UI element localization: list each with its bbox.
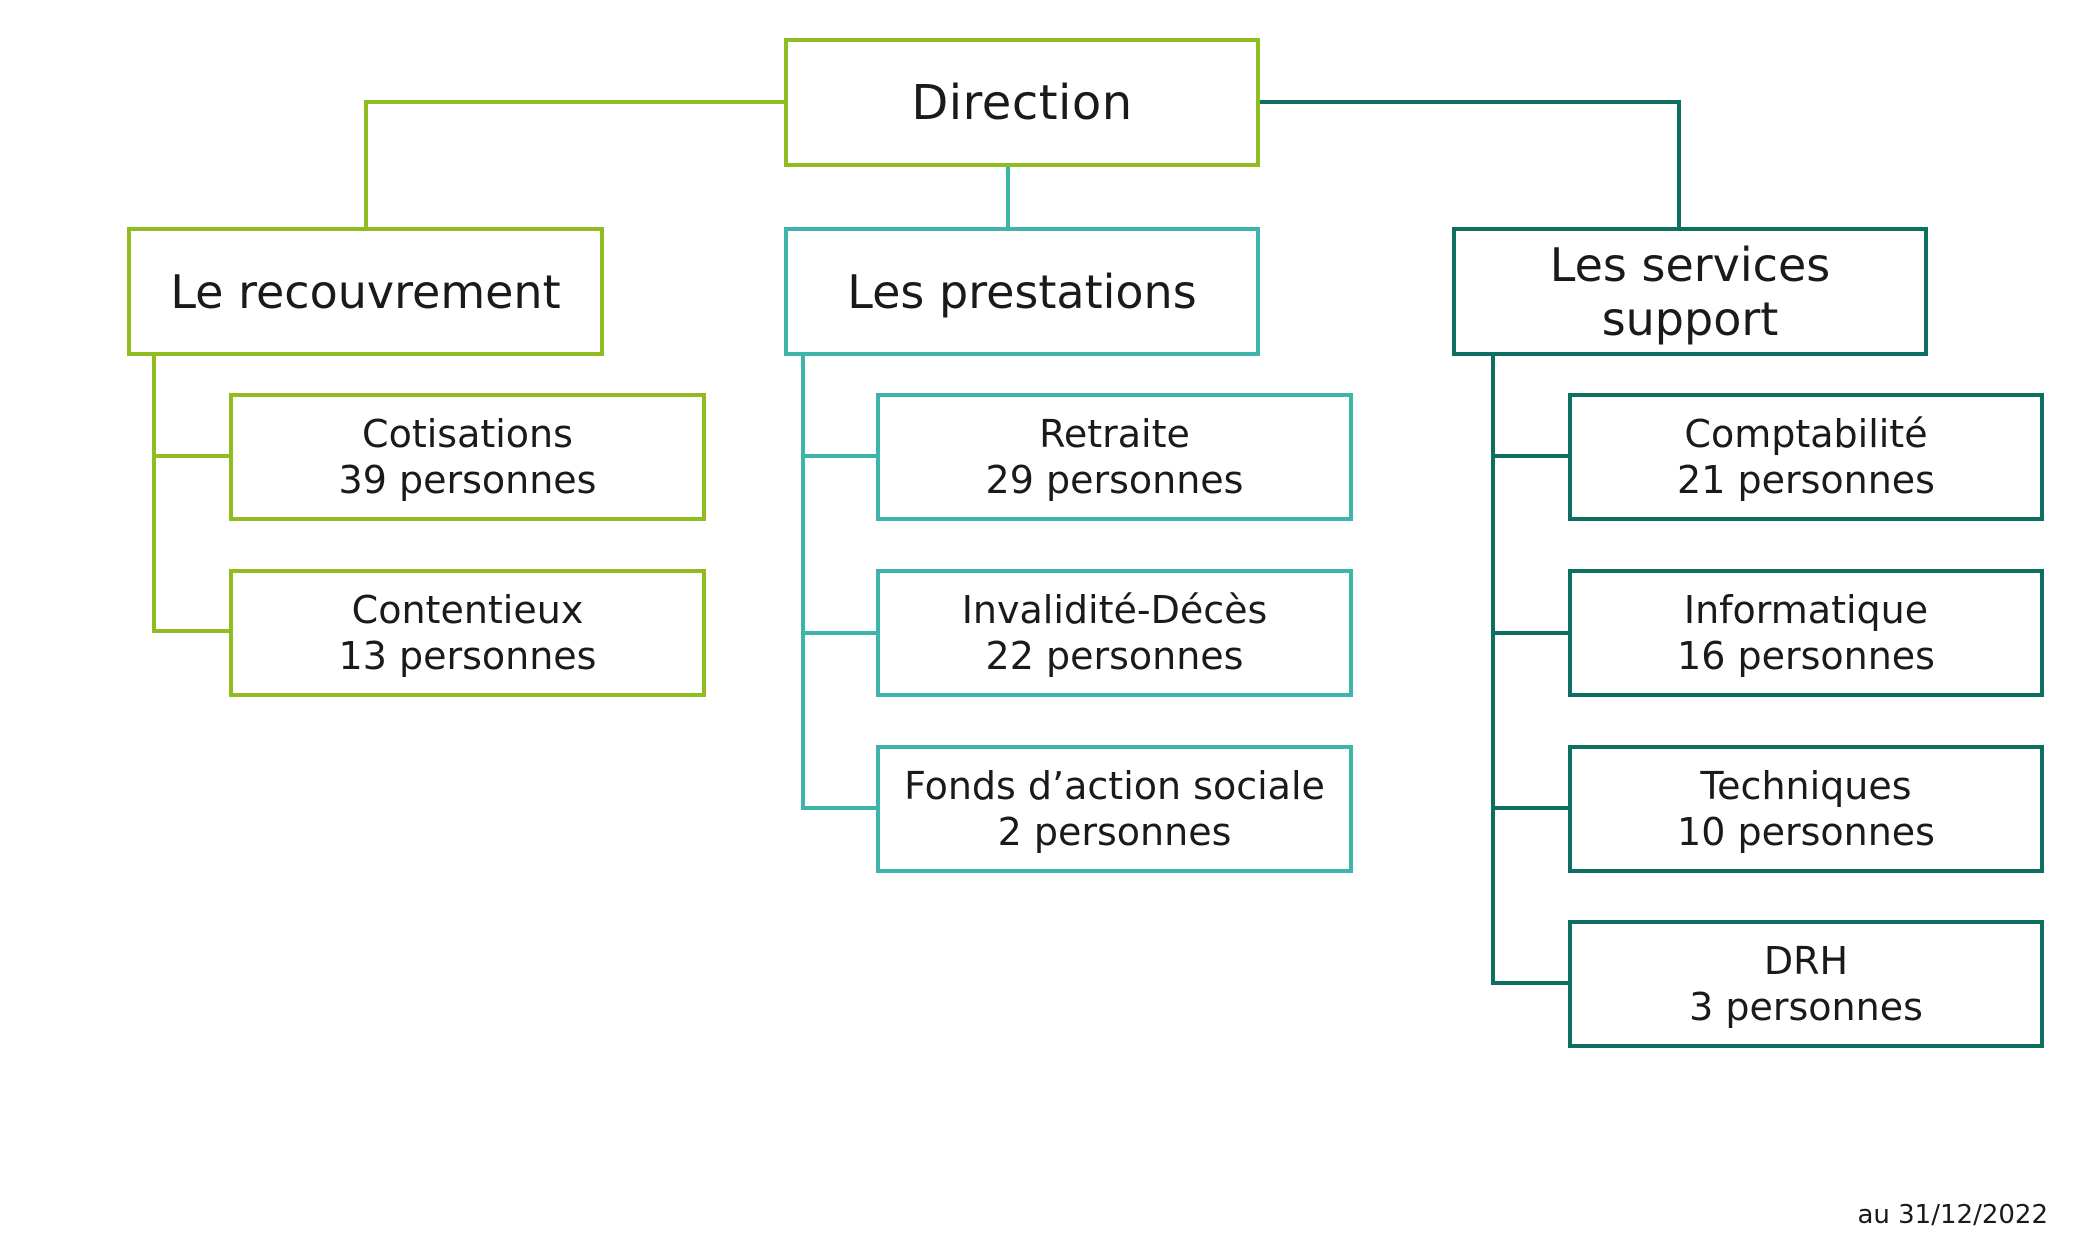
node-count: 21 personnes — [1677, 458, 1935, 502]
node-name: Cotisations — [362, 412, 573, 456]
node-invalidite-deces: Invalidité-Décès 22 personnes — [876, 569, 1353, 697]
node-comptabilite: Comptabilité 21 personnes — [1568, 393, 2044, 521]
branch-recouvrement-label: Le recouvrement — [170, 264, 561, 319]
direction-box: Direction — [784, 38, 1260, 167]
connector-root-support — [1258, 100, 1681, 229]
node-name: DRH — [1763, 939, 1849, 983]
node-count: 3 personnes — [1689, 985, 1923, 1029]
node-name: Retraite — [1039, 412, 1190, 456]
connector-prestations-tree — [801, 354, 878, 810]
branch-prestations-label: Les prestations — [847, 264, 1197, 319]
connector-support-tree — [1491, 354, 1570, 985]
date-footnote: au 31/12/2022 — [1857, 1200, 2048, 1230]
node-fonds-action-sociale: Fonds d’action sociale 2 personnes — [876, 745, 1353, 873]
node-count: 2 personnes — [997, 810, 1232, 854]
node-name: Comptabilité — [1684, 412, 1928, 456]
node-cotisations: Cotisations 39 personnes — [229, 393, 706, 521]
node-techniques: Techniques 10 personnes — [1568, 745, 2044, 873]
node-name: Fonds d’action sociale — [904, 764, 1325, 808]
node-count: 22 personnes — [985, 634, 1244, 678]
node-count: 39 personnes — [338, 458, 597, 502]
node-retraite: Retraite 29 personnes — [876, 393, 1353, 521]
branch-recouvrement-box: Le recouvrement — [127, 227, 604, 356]
connector-recouvrement-tree — [152, 354, 231, 633]
node-informatique: Informatique 16 personnes — [1568, 569, 2044, 697]
node-count: 29 personnes — [985, 458, 1244, 502]
node-name: Techniques — [1700, 764, 1912, 808]
branch-support-label: Les services support — [1549, 237, 1831, 346]
branch-prestations-box: Les prestations — [784, 227, 1260, 356]
node-name: Contentieux — [351, 588, 584, 632]
node-contentieux: Contentieux 13 personnes — [229, 569, 706, 697]
node-count: 10 personnes — [1677, 810, 1935, 854]
node-count: 13 personnes — [338, 634, 597, 678]
connector-root-recouvrement — [364, 100, 786, 229]
node-name: Informatique — [1683, 588, 1929, 632]
node-name: Invalidité-Décès — [961, 588, 1268, 632]
node-count: 16 personnes — [1677, 634, 1935, 678]
node-drh: DRH 3 personnes — [1568, 920, 2044, 1048]
branch-support-box: Les services support — [1452, 227, 1928, 356]
direction-label: Direction — [911, 74, 1133, 131]
